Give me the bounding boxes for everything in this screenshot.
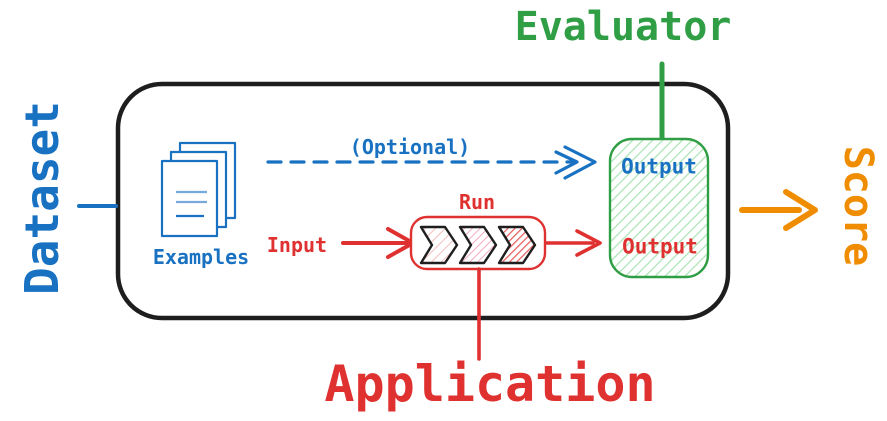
input-label: Input [266, 233, 328, 257]
optional-dashed-arrow [266, 145, 597, 180]
score-arrow [739, 189, 818, 231]
evaluation-container-box [115, 81, 731, 321]
run-chevrons-icon [419, 225, 537, 265]
examples-documents-icon [160, 141, 237, 238]
evaluator-label: Evaluator [514, 4, 732, 50]
run-output-arrow [545, 229, 602, 257]
evaluator-output-top-label: Output [621, 154, 697, 179]
optional-label: (Optional) [349, 135, 471, 159]
evaluator-output-bottom-label: Output [622, 234, 698, 259]
evaluator-output-box [608, 137, 710, 279]
application-label: Application [324, 355, 656, 413]
score-label: Score [835, 145, 881, 267]
examples-label: Examples [152, 245, 250, 269]
run-label: Run [458, 190, 496, 214]
dataset-label: Dataset [15, 101, 69, 295]
